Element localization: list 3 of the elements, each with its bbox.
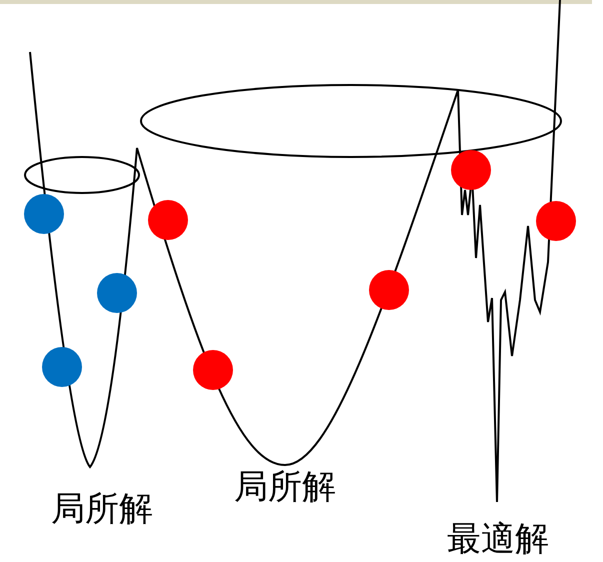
solution-label: 最適解	[447, 522, 549, 556]
solution-label: 局所解	[51, 492, 153, 526]
solution-label: 局所解	[234, 470, 336, 504]
